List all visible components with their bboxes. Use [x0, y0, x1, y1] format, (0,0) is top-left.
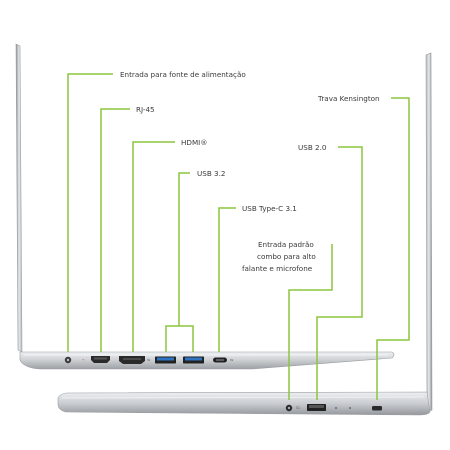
port-power	[64, 356, 72, 364]
leader-usb32	[165, 325, 194, 352]
svg-text:⇋: ⇋	[147, 357, 151, 362]
label-usb20: USB 2.0	[298, 143, 327, 152]
label-audio-line3: falante e microfone	[242, 264, 313, 273]
port-usb20	[307, 404, 326, 411]
status-leds	[335, 407, 351, 409]
leader-usbc	[218, 207, 236, 352]
leader-rj45	[100, 108, 130, 352]
port-hdmi	[119, 356, 145, 364]
port-icons-left: ⌁ ⇋ ⇋	[82, 357, 234, 362]
port-icons-right: ☊	[296, 405, 300, 410]
leader-kensington	[376, 97, 410, 400]
label-hdmi: HDMI®	[181, 138, 207, 147]
label-usbc: USB Type-C 3.1	[242, 204, 297, 213]
port-usb32-a	[155, 356, 176, 364]
laptop-left-base	[19, 351, 395, 370]
label-kensington: Trava Kensington	[317, 94, 380, 103]
laptop-right-base	[57, 391, 431, 416]
port-kensington-lock	[372, 406, 382, 411]
laptop-right-lid	[425, 52, 433, 413]
svg-text:⇋: ⇋	[230, 357, 234, 362]
port-audio-combo	[285, 404, 293, 412]
label-usb32: USB 3.2	[197, 169, 225, 178]
leader-lines	[67, 73, 410, 400]
label-power: Entrada para fonte de alimentação	[120, 70, 246, 79]
laptop-right-side	[57, 52, 433, 416]
label-audio-line1: Entrada padrão	[258, 240, 314, 249]
leader-audio	[288, 244, 333, 400]
laptop-left-lid	[15, 43, 23, 353]
leader-usb20	[316, 146, 363, 400]
label-rj45: RJ-45	[136, 105, 155, 114]
label-audio-line2: combo para alto	[257, 252, 316, 261]
port-usb32-b	[183, 356, 204, 364]
leader-hdmi	[132, 141, 175, 352]
laptop-left-side	[15, 43, 395, 370]
port-rj45	[91, 356, 110, 363]
leader-usb32-stem	[178, 172, 190, 326]
leader-power	[67, 73, 113, 352]
port-usb-type-c	[213, 357, 227, 363]
svg-text:☊: ☊	[296, 405, 300, 410]
svg-text:⌁: ⌁	[82, 357, 85, 362]
